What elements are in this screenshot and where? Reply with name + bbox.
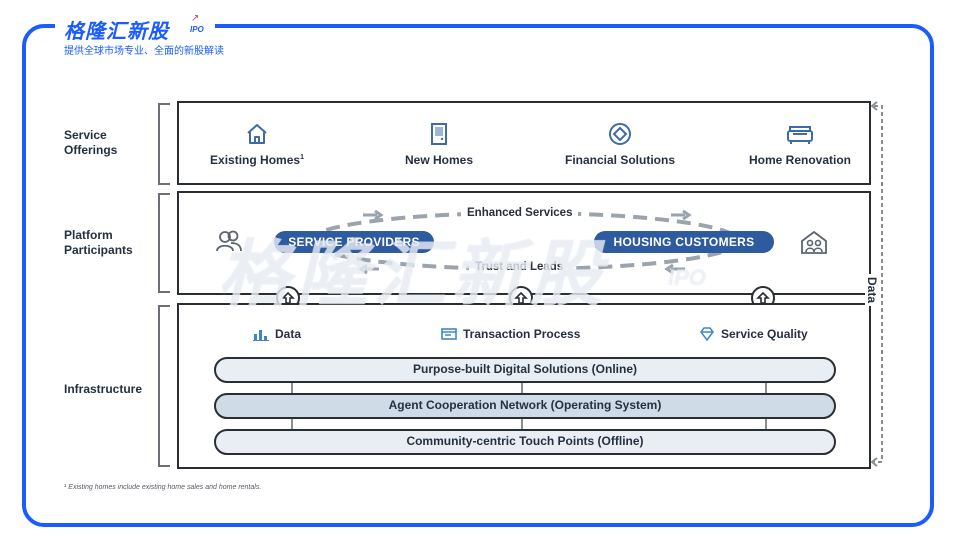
arrow-spark-icon: ↗ — [191, 13, 200, 24]
brand-tagline: 提供全球市场专业、全面的新股解读 — [64, 46, 224, 57]
infra-head-service-quality: Service Quality — [699, 327, 808, 341]
side-axis-data-label: Data — [865, 274, 879, 307]
people-icon — [215, 229, 243, 258]
pill-housing-customers: HOUSING CUSTOMERS — [594, 231, 774, 253]
brand-logo: 格隆汇新股 — [64, 21, 169, 43]
pill-service-providers: SERVICE PROVIDERS — [274, 231, 434, 253]
infra-head-transaction-process: Transaction Process — [441, 327, 580, 341]
door-icon — [364, 121, 514, 147]
label-service-offerings: Service Offerings — [64, 128, 118, 157]
infra-head-data: Data — [253, 327, 301, 341]
window-icon — [441, 328, 457, 340]
service-financial-solutions: Financial Solutions — [545, 121, 695, 167]
label-platform-participants: Platform Participants — [64, 228, 133, 257]
bracket-infra — [158, 305, 170, 467]
house-icon — [182, 121, 332, 147]
rail-digital-solutions: Purpose-built Digital Solutions (Online) — [214, 357, 836, 383]
diamond-icon — [700, 327, 714, 341]
service-existing-homes: Existing Homes1 — [182, 121, 332, 167]
diamond-coin-icon — [545, 121, 695, 147]
flow-trust-and-leads: Trust and Leads — [469, 261, 570, 273]
flow-enhanced-services: Enhanced Services — [461, 207, 579, 219]
bracket-services — [158, 103, 170, 185]
data-feedback-arrow — [870, 101, 883, 467]
footnote: ¹ Existing homes include existing home s… — [64, 484, 262, 491]
family-home-icon — [799, 229, 829, 260]
rail-community-touch-points: Community-centric Touch Points (Offline) — [214, 429, 836, 455]
layer-infrastructure: Data Transaction Process Service Quality… — [177, 303, 871, 469]
layer-platform-participants: Enhanced Services Trust and Leads SERVIC… — [177, 191, 871, 295]
logo-plate — [55, 10, 215, 44]
rail-agent-cooperation-network: Agent Cooperation Network (Operating Sys… — [214, 393, 836, 419]
service-new-homes: New Homes — [364, 121, 514, 167]
layer-service-offerings: Existing Homes1 New Homes Financial Solu… — [177, 101, 871, 185]
label-infrastructure: Infrastructure — [64, 382, 143, 396]
bar-chart-icon — [253, 330, 269, 341]
sofa-icon — [725, 121, 875, 147]
service-home-renovation: Home Renovation — [725, 121, 875, 167]
bracket-platform — [158, 193, 170, 293]
brand-ipo-tag: IPO — [190, 25, 204, 34]
